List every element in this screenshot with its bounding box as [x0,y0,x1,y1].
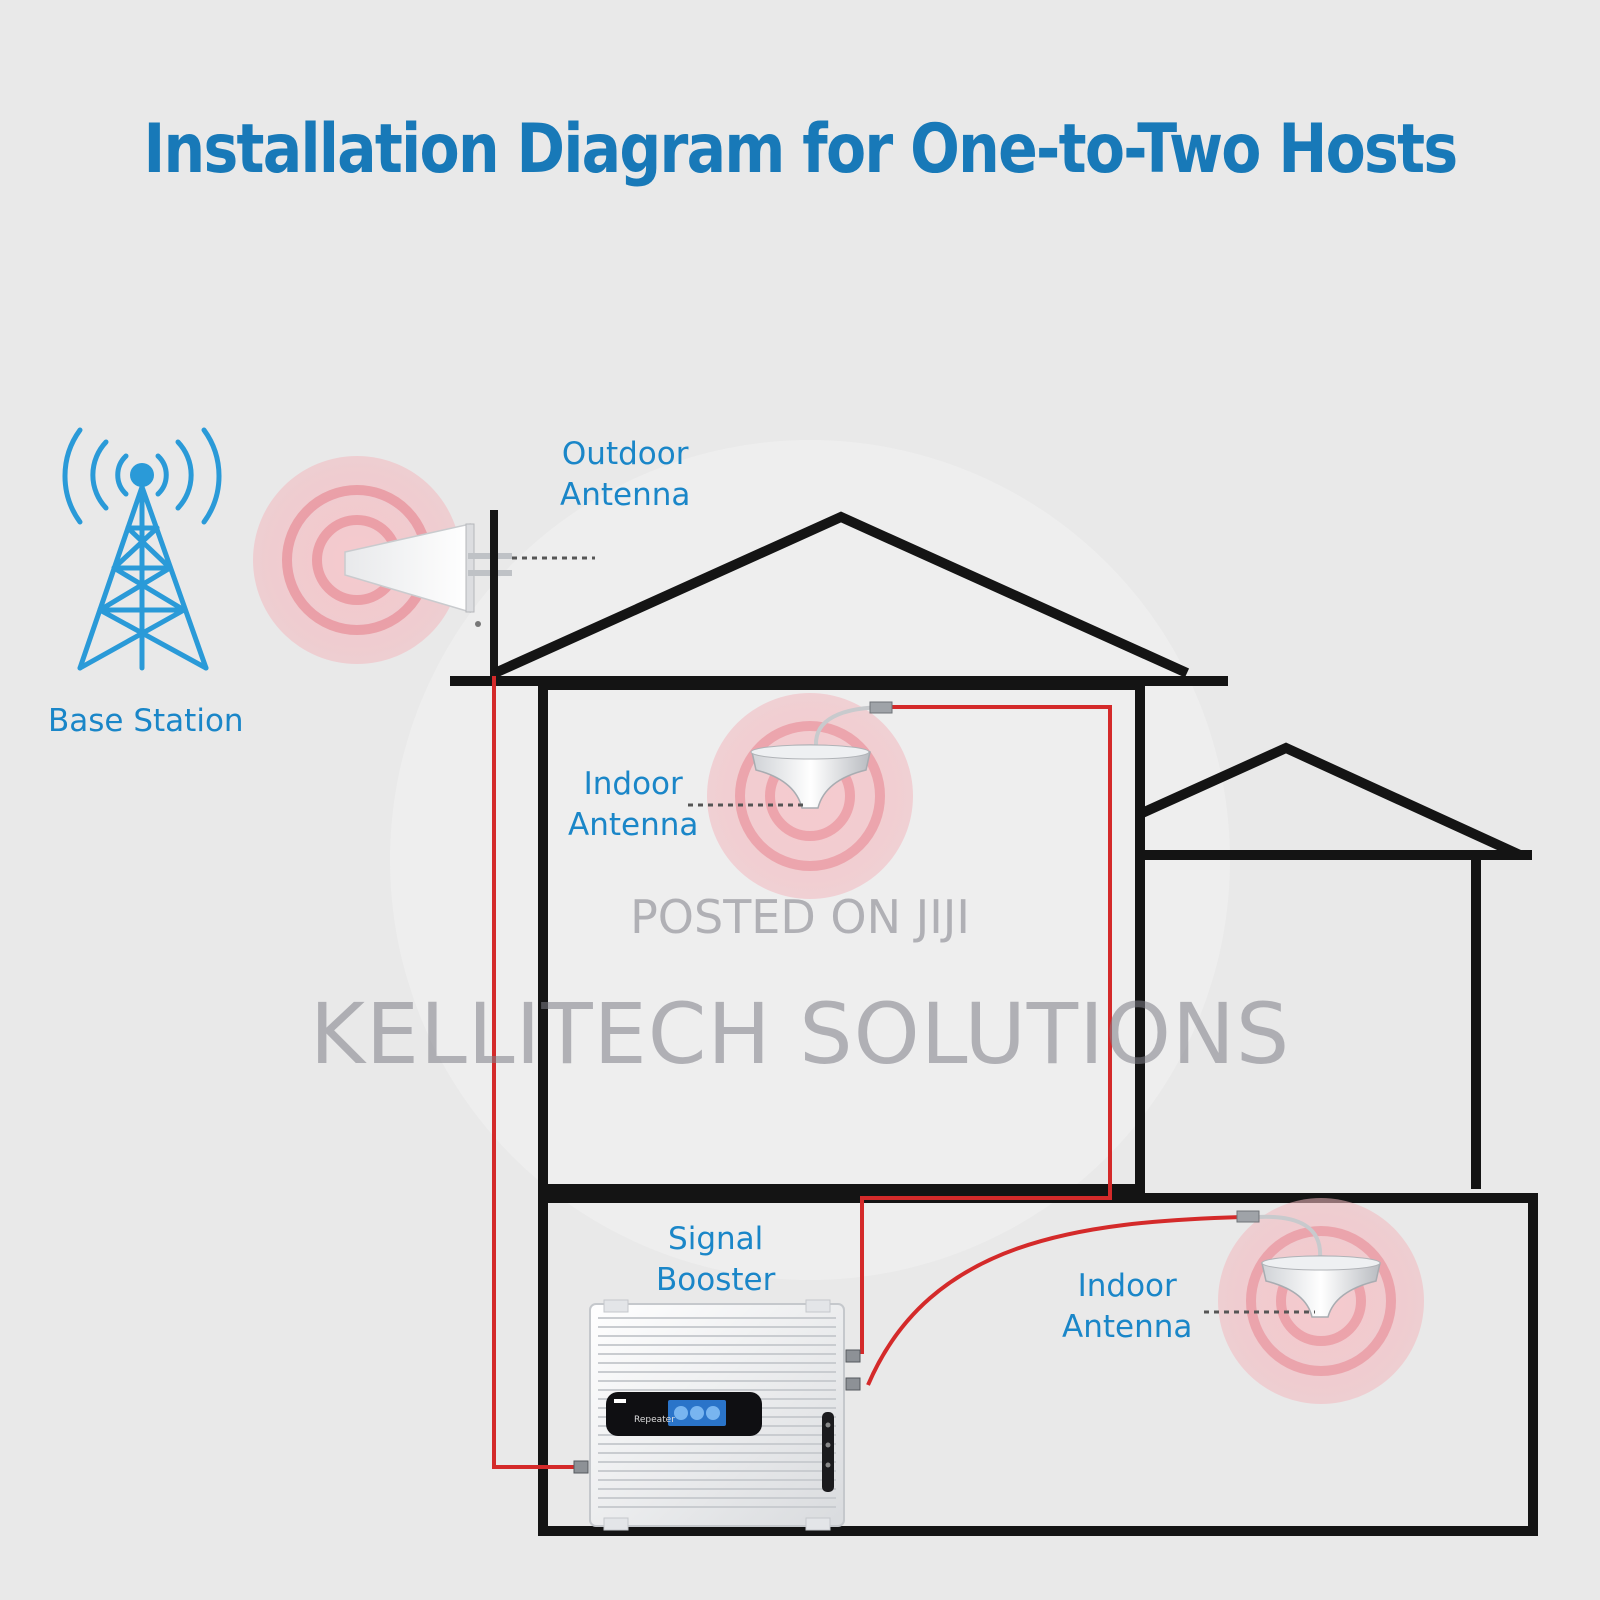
outdoor-antenna-icon [344,510,595,676]
upper-indoor-antenna-label: Indoor Antenna [568,766,699,843]
base-station-label: Base Station [48,703,244,739]
base-station-tower-icon [62,427,222,671]
lower-indoor-antenna-label: Indoor Antenna [1062,1268,1193,1345]
upper-indoor-antenna-icon [688,701,893,809]
signal-booster-label: Signal Booster [656,1221,776,1298]
outdoor-antenna-label: Outdoor Antenna [560,436,691,513]
page-title: Installation Diagram for One-to-Two Host… [143,110,1459,189]
cable-booster-to-lower-indoor [866,1215,1243,1386]
cable-outdoor-to-booster [492,676,575,1469]
cable-booster-to-upper-indoor [860,705,1112,1354]
booster-brand-text: Repeater [634,1415,675,1425]
signal-booster-device [573,1299,861,1531]
cable-routes [492,676,1243,1469]
lower-indoor-antenna-icon [1204,1210,1381,1318]
